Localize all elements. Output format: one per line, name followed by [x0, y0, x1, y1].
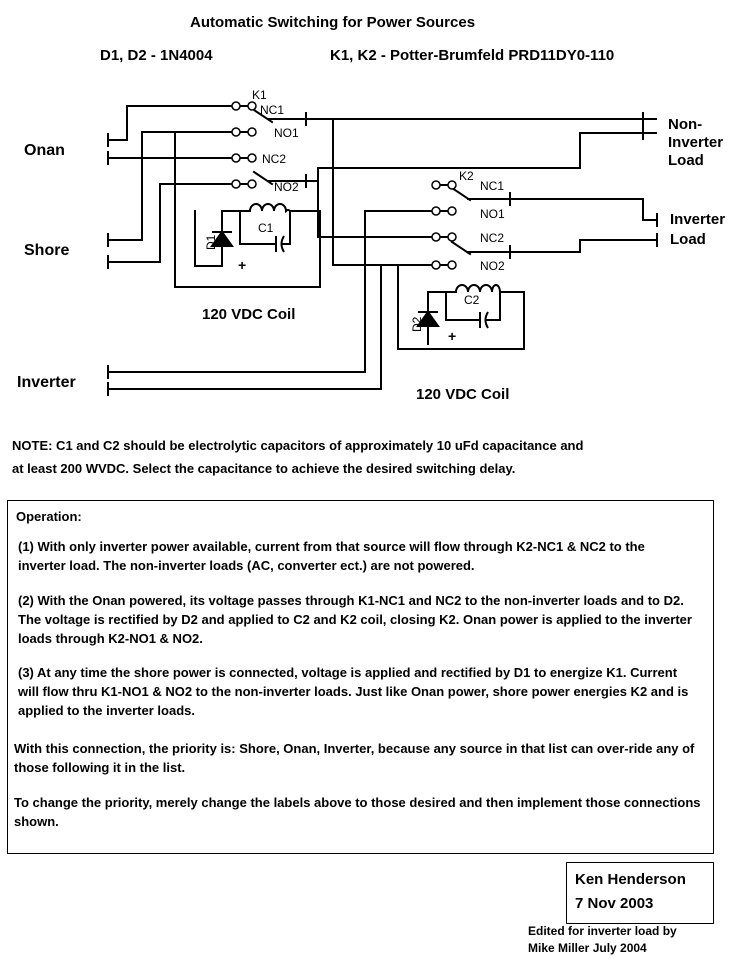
k2-coil-inductor	[455, 284, 501, 293]
k1-cap-leads	[239, 210, 291, 245]
source-label-onan: Onan	[24, 142, 65, 159]
edited-note-line-2: Mike Miller July 2004	[528, 941, 647, 955]
k2-plus-sign: +	[448, 328, 456, 344]
load-label-non-inverter-3: Load	[668, 152, 704, 169]
d2-diode-symbol	[416, 310, 440, 327]
k1-no2-label: NO2	[274, 180, 299, 194]
author-date: 7 Nov 2003	[575, 895, 654, 912]
relay-spec: K1, K2 - Potter-Brumfeld PRD11DY0-110	[330, 47, 615, 64]
source-label-shore: Shore	[24, 242, 70, 259]
k1-nc1-node	[231, 101, 241, 111]
c2-label: C2	[464, 293, 480, 307]
author-name: Ken Henderson	[575, 871, 686, 888]
operation-paragraph-2: (2) With the Onan powered, its voltage p…	[18, 593, 692, 646]
k2-nc2-contact	[447, 232, 457, 242]
k1-no2-contact	[247, 179, 257, 189]
k2-label: K2	[459, 169, 474, 183]
k1-plus-sign: +	[238, 257, 246, 273]
k2-nc2-node	[431, 232, 441, 242]
operation-paragraph-1: (1) With only inverter power available, …	[18, 539, 645, 573]
k1-no2-node	[231, 179, 241, 189]
load-label-inverter-1: Inverter	[670, 211, 726, 228]
signature-box: Ken Henderson 7 Nov 2003	[566, 862, 714, 924]
diagram-title: Automatic Switching for Power Sources	[190, 14, 476, 31]
k2-no2-contact	[447, 260, 457, 270]
k1-nc1-contact	[247, 101, 257, 111]
k2-no1-contact	[447, 206, 457, 216]
k2-coil-frame	[397, 264, 525, 350]
c1-label: C1	[258, 221, 274, 235]
d1-diode-symbol	[210, 230, 234, 247]
k1-no1-label: NO1	[274, 126, 299, 140]
load-label-non-inverter-2: Inverter	[668, 134, 724, 151]
nonload-terminal-2	[642, 126, 657, 140]
k1-no1-contact	[247, 127, 257, 137]
k1-capacitor-plate-2	[280, 235, 285, 253]
operation-change-priority: To change the priority, merely change th…	[14, 795, 701, 829]
k2-no1-node	[431, 206, 441, 216]
k2-coil-label: 120 VDC Coil	[416, 386, 510, 403]
shore-wire-2	[107, 183, 233, 263]
k2-cap-leads	[445, 291, 501, 321]
nonload-terminal-1	[642, 112, 657, 126]
d1-label: D1	[204, 234, 218, 250]
nonload-feed-1	[332, 118, 433, 266]
k1-nc2-contact	[247, 153, 257, 163]
load-label-non-inverter-1: Non-	[668, 116, 703, 133]
k1-coil-frame	[174, 131, 321, 288]
operation-paragraph-3: (3) At any time the shore power is conne…	[18, 665, 689, 718]
note-line-1: NOTE: C1 and C2 should be electrolytic c…	[12, 438, 584, 453]
k2-no2-node	[431, 260, 441, 270]
k2-no1-label: NO1	[480, 207, 505, 221]
k2-nc1-label: NC1	[480, 179, 504, 193]
load-label-inverter-2: Load	[670, 231, 706, 248]
inverter-wire-2	[107, 264, 433, 390]
k1-sw2-blade	[252, 170, 274, 186]
k1-nc1-label: NC1	[260, 103, 284, 117]
operation-box: Operation: (1) With only inverter power …	[7, 500, 714, 854]
k1-no1-node	[231, 127, 241, 137]
k1-coil-inductor	[249, 203, 291, 214]
capacitor-note: NOTE: C1 and C2 should be electrolytic c…	[12, 434, 732, 480]
source-label-inverter: Inverter	[17, 374, 76, 391]
k2-nc2-label: NC2	[480, 231, 504, 245]
k2-capacitor-plate-2	[484, 311, 489, 329]
edited-note-line-1: Edited for inverter load by	[528, 924, 677, 938]
k2-out-2	[509, 239, 656, 253]
inverter-wire-1	[107, 210, 433, 373]
wiring-schematic: K1 NC1 NO1 NC2 NO2 K2 NC1 NO1 NC2 NO2 C1…	[107, 88, 658, 396]
k1-out-2	[305, 167, 581, 182]
note-line-2: at least 200 WVDC. Select the capacitanc…	[12, 461, 516, 476]
nonload-feed-2	[317, 180, 433, 238]
diode-spec: D1, D2 - 1N4004	[100, 47, 213, 64]
shore-wire-1	[107, 131, 233, 241]
k2-no2-label: NO2	[480, 259, 505, 273]
k2-nc1-contact	[447, 180, 457, 190]
k2-out-1	[509, 198, 656, 221]
k1-coil-label: 120 VDC Coil	[202, 306, 296, 323]
k1-nc2-node	[231, 153, 241, 163]
onan-wire-1	[107, 105, 233, 141]
d2-label: D2	[410, 316, 424, 332]
k2-nc1-node	[431, 180, 441, 190]
operation-priority: With this connection, the priority is: S…	[14, 741, 695, 775]
k1-label: K1	[252, 88, 267, 102]
operation-heading: Operation:	[16, 509, 82, 524]
k1-nc2-label: NC2	[262, 152, 286, 166]
